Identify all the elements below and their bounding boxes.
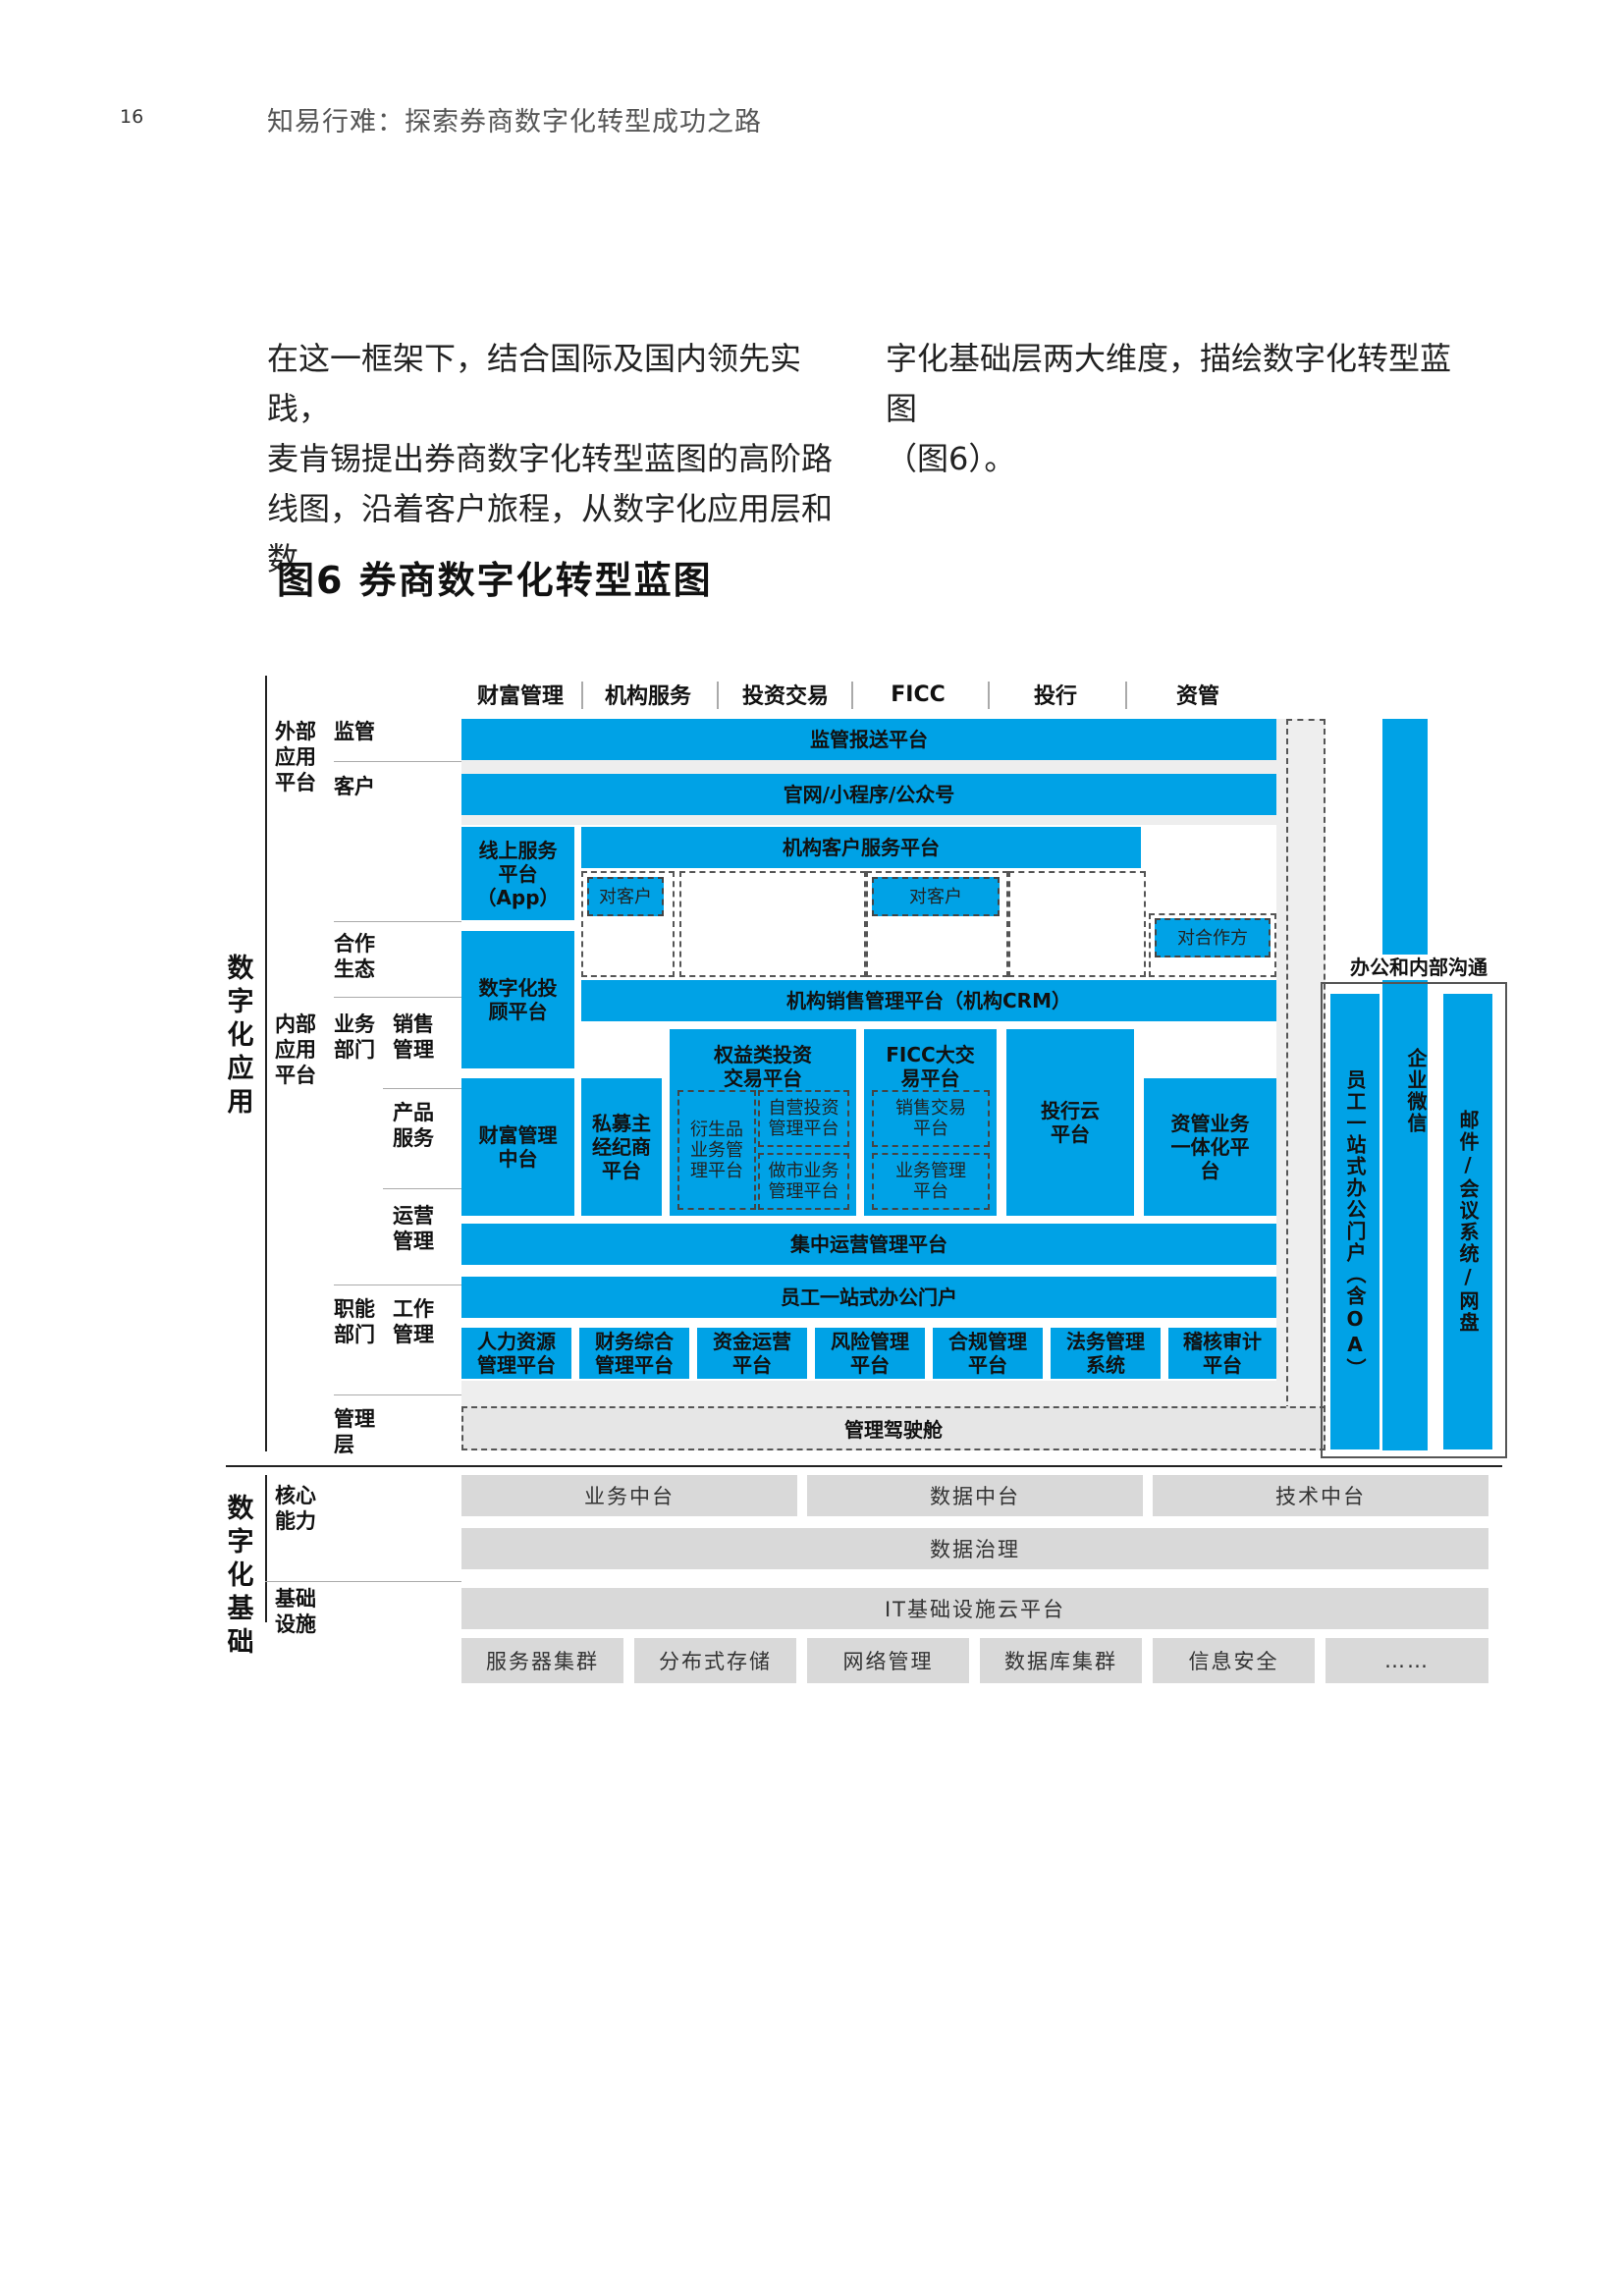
row-label-partners: 合作生态: [334, 932, 375, 981]
row-separator: [383, 1088, 461, 1089]
dashed-column: [866, 871, 1008, 977]
office-comm-label: 办公和内部沟通: [1330, 955, 1507, 980]
base-layer-axis: [265, 1475, 267, 1622]
audit-platform: 稽核审计平台: [1168, 1328, 1276, 1379]
wealth-center-platform: 财富管理中台: [461, 1078, 574, 1216]
mail-bar: 邮件/会议系统/网盘: [1443, 994, 1492, 1449]
derivatives-box: 衍生品业务管理平台: [677, 1090, 756, 1210]
platform-area-dashed-edge: [1286, 719, 1325, 1450]
ib-cloud-platform: 投行云平台: [1006, 1029, 1134, 1216]
body-paragraph-left: 在这一框架下，结合国际及国内领先实践， 麦肯锡提出券商数字化转型蓝图的高阶路 线…: [267, 340, 834, 577]
staff-portal-platform: 员工一站式办公门户: [461, 1277, 1276, 1318]
treasury-platform: 资金运营平台: [697, 1328, 807, 1379]
row-label-work: 工作管理: [393, 1297, 434, 1346]
external-layer-label: 外部应用平台: [275, 720, 316, 794]
row-separator: [334, 761, 461, 762]
storage-box: 分布式存储: [634, 1638, 796, 1683]
digital-advisor-platform: 数字化投顾平台: [461, 931, 574, 1068]
reg-report-platform: 监管报送平台: [461, 719, 1276, 760]
mgmt-cockpit: 管理驾驶舱: [461, 1406, 1325, 1450]
column-header: 投行: [1033, 684, 1077, 709]
row-separator: [334, 921, 461, 922]
column-divider: [717, 682, 719, 709]
tech-center-box: 技术中台: [1153, 1475, 1488, 1516]
body-paragraph-right: 字化基础层两大维度，描绘数字化转型蓝图 （图6）。: [886, 340, 1452, 477]
staff-oa-bar: 员工一站式办公门户（含OA）: [1330, 994, 1380, 1449]
app-layer-axis: [265, 676, 267, 1451]
blueprint-diagram: 财富管理 机构服务 投资交易 FICC 投行 资管 数字化应用 数字化基础 外部…: [226, 668, 1507, 1807]
dashed-column: [581, 871, 675, 977]
column-header: 投资交易: [741, 684, 829, 709]
risk-platform: 风险管理平台: [815, 1328, 925, 1379]
wecom-bar: 企业微信: [1382, 719, 1428, 1450]
figure-title: 图6 券商数字化转型蓝图: [277, 559, 713, 602]
servers-box: 服务器集群: [461, 1638, 623, 1683]
sales-trading-box: 销售交易平台: [872, 1090, 990, 1147]
it-cloud-box: IT基础设施云平台: [461, 1588, 1488, 1629]
dashed-column: [679, 871, 866, 977]
to-partner-box: 对合作方: [1155, 918, 1271, 957]
more-box: ……: [1325, 1638, 1488, 1683]
column-divider: [851, 682, 853, 709]
network-box: 网络管理: [807, 1638, 969, 1683]
running-header: 知易行难：探索券商数字化转型成功之路: [267, 107, 762, 137]
row-label-supervision: 监管: [334, 720, 375, 743]
am-integrated-platform: 资管业务一体化平台: [1144, 1078, 1276, 1216]
data-center-box: 数据中台: [807, 1475, 1143, 1516]
row-label-biz-dept: 业务部门: [334, 1012, 375, 1062]
column-header: 资管: [1175, 684, 1219, 709]
column-divider: [1125, 682, 1127, 709]
to-client-box: 对客户: [872, 877, 1000, 916]
row-label-func-dept: 职能部门: [334, 1297, 375, 1346]
internal-layer-label: 内部应用平台: [275, 1012, 316, 1087]
biz-mgmt-box: 业务管理平台: [872, 1153, 990, 1210]
private-broker-platform: 私募主经纪商平台: [581, 1078, 662, 1216]
row-label-product: 产品服务: [393, 1101, 434, 1150]
hr-platform: 人力资源管理平台: [461, 1328, 571, 1379]
row-separator: [334, 997, 461, 998]
row-label-ops: 运营管理: [393, 1204, 434, 1253]
row-separator: [334, 1394, 461, 1395]
core-layer-label: 核心能力: [275, 1484, 316, 1533]
dashed-column: [1149, 913, 1276, 977]
column-header: FICC: [891, 682, 946, 707]
security-box: 信息安全: [1153, 1638, 1315, 1683]
row-separator: [265, 1581, 461, 1582]
inst-client-platform: 机构客户服务平台: [581, 827, 1141, 868]
data-governance-box: 数据治理: [461, 1528, 1488, 1569]
app-layer-label: 数字化应用: [227, 954, 254, 1118]
row-separator: [383, 1188, 461, 1189]
website-platform: 官网/小程序/公众号: [461, 774, 1276, 815]
row-label-sales: 销售管理: [393, 1012, 434, 1062]
dashed-column: [1008, 871, 1146, 977]
column-divider: [581, 682, 583, 709]
base-layer-label: 数字化基础: [227, 1494, 254, 1658]
ops-center-platform: 集中运营管理平台: [461, 1224, 1276, 1265]
page-number: 16: [120, 106, 144, 128]
database-box: 数据库集群: [980, 1638, 1142, 1683]
prop-invest-box: 自营投资管理平台: [758, 1090, 849, 1147]
market-making-box: 做市业务管理平台: [758, 1153, 849, 1210]
compliance-platform: 合规管理平台: [933, 1328, 1043, 1379]
column-divider: [988, 682, 990, 709]
to-client-box: 对客户: [587, 877, 664, 916]
legal-system: 法务管理系统: [1051, 1328, 1161, 1379]
row-label-mgmt: 管理层: [334, 1407, 375, 1456]
row-label-customer: 客户: [334, 775, 375, 798]
infra-layer-label: 基础设施: [275, 1587, 316, 1636]
office-comm-box: [1321, 982, 1507, 1458]
finance-platform: 财务综合管理平台: [579, 1328, 689, 1379]
column-header: 财富管理: [476, 684, 564, 709]
column-header: 机构服务: [604, 684, 691, 709]
inst-crm-platform: 机构销售管理平台（机构CRM）: [581, 980, 1276, 1021]
layer-divider: [226, 1465, 1502, 1467]
biz-center-box: 业务中台: [461, 1475, 797, 1516]
online-app-platform: 线上服务平台（App）: [461, 827, 574, 920]
